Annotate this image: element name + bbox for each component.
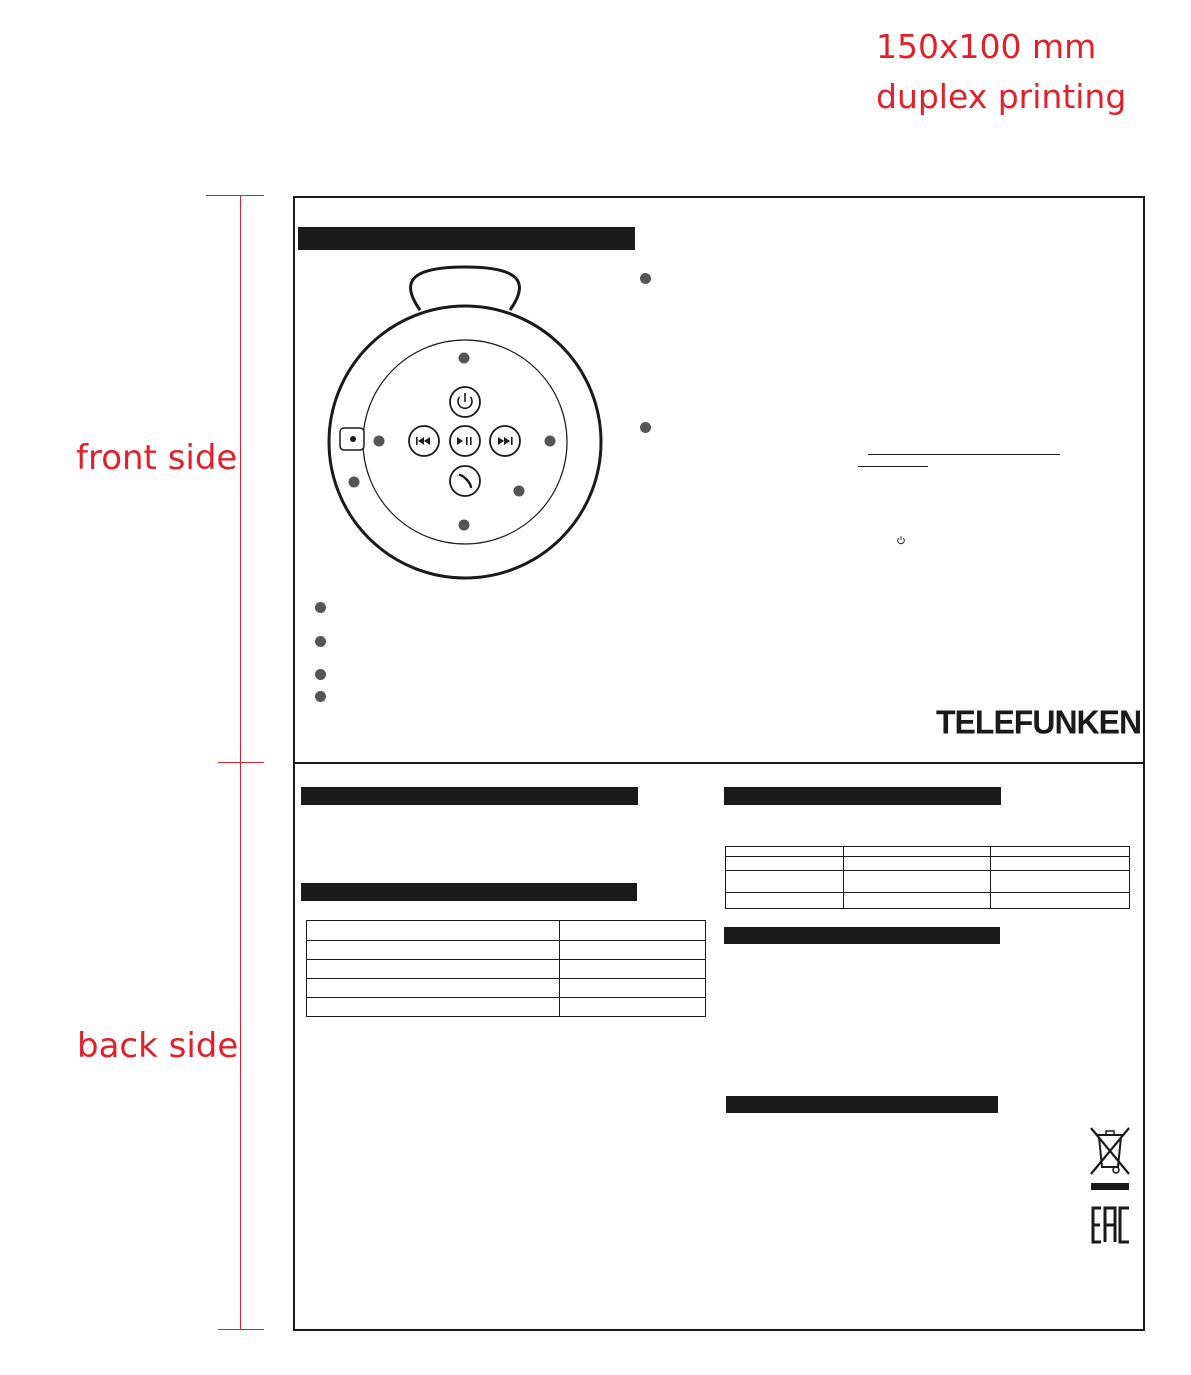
table-row bbox=[306, 997, 706, 1017]
print-mode-label: duplex printing bbox=[876, 77, 1127, 116]
underline-rule bbox=[868, 454, 1060, 455]
record-dot-icon bbox=[350, 436, 356, 442]
next-track-icon bbox=[498, 437, 513, 445]
table-row bbox=[306, 978, 706, 998]
list-bullet bbox=[315, 636, 326, 647]
table-row bbox=[725, 892, 1130, 909]
back-heading-bar-2 bbox=[301, 883, 637, 901]
table-row bbox=[725, 870, 1130, 893]
list-bullet bbox=[315, 691, 326, 702]
speaker-diagram bbox=[327, 265, 603, 580]
callout-dot bbox=[513, 485, 525, 497]
back-heading-bar-3 bbox=[724, 787, 1001, 805]
back-side-label: back side bbox=[77, 1026, 239, 1066]
list-bullet bbox=[640, 273, 651, 284]
back-heading-bar-4 bbox=[724, 927, 1000, 944]
crossed-bin-icon bbox=[1090, 1127, 1130, 1190]
underline-rule bbox=[858, 466, 928, 467]
callout-dot bbox=[458, 519, 470, 531]
eac-mark-icon bbox=[1091, 1206, 1129, 1244]
strap-outline bbox=[409, 265, 521, 311]
table-row bbox=[725, 846, 1130, 857]
play-pause-button bbox=[449, 425, 481, 457]
front-side-label: front side bbox=[76, 438, 238, 478]
list-bullet bbox=[315, 602, 326, 613]
telefunken-logo: TELEFUNKEN bbox=[936, 703, 1142, 741]
callout-dot bbox=[458, 352, 470, 364]
power-icon bbox=[457, 396, 473, 410]
phone-icon bbox=[458, 473, 473, 489]
callout-dot bbox=[544, 435, 556, 447]
front-top-tick bbox=[206, 195, 264, 196]
table-row bbox=[725, 856, 1130, 871]
list-bullet bbox=[315, 669, 326, 680]
table-row bbox=[306, 940, 706, 960]
callout-dot bbox=[373, 435, 385, 447]
prev-button bbox=[408, 425, 440, 457]
power-button bbox=[449, 386, 481, 418]
table-row bbox=[306, 920, 706, 941]
play-pause-icon bbox=[457, 437, 472, 445]
small-power-icon bbox=[897, 536, 905, 545]
call-button bbox=[449, 465, 481, 497]
callout-dot bbox=[348, 476, 360, 488]
table-row bbox=[306, 959, 706, 979]
next-button bbox=[489, 425, 521, 457]
back-heading-bar-1 bbox=[301, 787, 638, 805]
prev-track-icon bbox=[416, 437, 430, 445]
troubleshooting-table bbox=[725, 846, 1130, 909]
list-bullet bbox=[640, 422, 651, 433]
front-heading-bar bbox=[298, 227, 635, 250]
middle-tick bbox=[218, 762, 264, 763]
print-size-label: 150x100 mm bbox=[876, 27, 1097, 66]
spec-table bbox=[306, 920, 706, 1017]
back-heading-bar-5 bbox=[726, 1096, 998, 1113]
back-panel bbox=[293, 762, 1145, 1331]
bottom-tick bbox=[218, 1329, 264, 1330]
